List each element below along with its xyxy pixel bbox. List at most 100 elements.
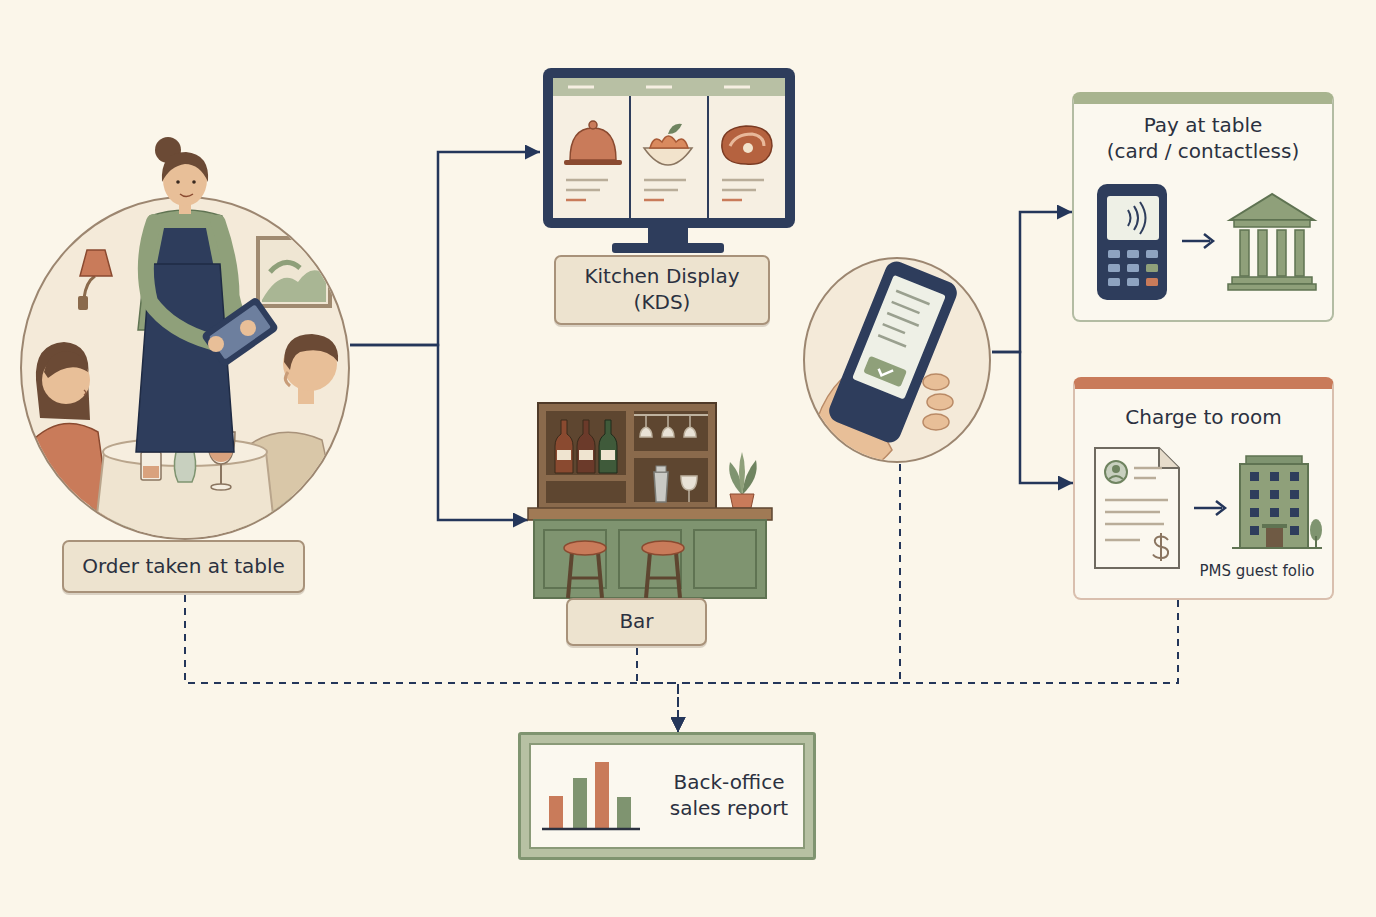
- bar-shelves: [634, 411, 708, 451]
- handheld-terminal: [863, 356, 907, 388]
- wall-picture: [258, 238, 330, 306]
- bottles: [599, 420, 617, 473]
- vase-plant: [174, 452, 195, 482]
- reporting-connector: [637, 648, 678, 732]
- bar-shelves: [546, 411, 626, 475]
- guest-folio: [1105, 499, 1168, 502]
- hanging-glasses: [662, 415, 674, 437]
- bar-stools: [648, 577, 678, 580]
- bottles: [579, 450, 593, 460]
- card-terminal: [1107, 196, 1159, 240]
- bottles: [557, 450, 571, 460]
- kitchen-monitor: [707, 96, 709, 218]
- node-label: Order taken at table: [62, 540, 305, 593]
- hotel-building: [1250, 472, 1259, 481]
- guest-folio: [1153, 533, 1168, 561]
- guest-folio: [1105, 539, 1140, 542]
- guest-folio: [1095, 448, 1179, 568]
- hotel-building: [1232, 547, 1322, 549]
- bar-counter: [528, 508, 772, 598]
- bar-shelves: [538, 403, 716, 510]
- steak-icon: [743, 143, 753, 153]
- ticket-lines: [722, 199, 742, 202]
- hotel-building: [1290, 526, 1299, 535]
- bar-counter: [528, 508, 772, 520]
- cloche-icon: [564, 160, 622, 165]
- hotel-building: [1246, 456, 1302, 464]
- waitress: [208, 336, 224, 352]
- water-glass: [141, 452, 161, 480]
- wall-picture: [262, 270, 326, 302]
- kitchen-monitor: [553, 78, 785, 218]
- kitchen-monitor: [612, 243, 724, 253]
- guest-folio: [1112, 465, 1120, 473]
- bar-stools: [564, 541, 684, 598]
- flow-arrow: [1194, 507, 1222, 510]
- pasta-icon: [644, 124, 692, 165]
- handheld-terminal: [896, 291, 929, 304]
- hotel-building: [1270, 472, 1279, 481]
- ticket-lines: [644, 179, 686, 182]
- kitchen-monitor: [646, 86, 672, 89]
- kitchen-monitor: [629, 96, 631, 218]
- shaker-glass: [656, 466, 666, 472]
- node-label: Charge to room: [1083, 403, 1324, 433]
- circle-outline: [21, 197, 349, 539]
- ticket-lines: [566, 199, 586, 202]
- seated-woman: [44, 351, 88, 378]
- card-terminal: [1097, 184, 1167, 300]
- kitchen-monitor: [543, 68, 795, 228]
- bottles: [555, 420, 573, 473]
- hotel-building: [1315, 536, 1317, 548]
- kitchen-monitor: [568, 86, 594, 89]
- bar-stools: [676, 552, 680, 598]
- waitress: [176, 180, 180, 184]
- guest-folio: [1134, 467, 1162, 470]
- kitchen-monitor: [724, 86, 750, 89]
- guest-folio: [1109, 476, 1123, 479]
- card-terminal: [1127, 264, 1139, 272]
- hotel-building: [1240, 464, 1308, 548]
- cloche-icon: [589, 121, 597, 129]
- bar-chart-icon: [542, 828, 640, 831]
- handheld-terminal: [883, 324, 905, 333]
- ticket-lines: [566, 189, 600, 192]
- kitchen-monitor: [543, 68, 795, 253]
- hotel-building: [1266, 528, 1283, 548]
- guest-folio: [1095, 448, 1179, 568]
- node-sublabel: PMS guest folio: [1187, 560, 1327, 584]
- bar-stools: [564, 541, 606, 555]
- bar-shelves: [546, 481, 626, 503]
- hanging-glasses: [634, 414, 708, 416]
- wall-lamp: [78, 296, 88, 310]
- water-glass: [143, 466, 159, 478]
- hotel-building: [1250, 526, 1259, 535]
- waitress: [146, 222, 212, 342]
- bar-counter: [534, 520, 766, 598]
- seated-woman: [36, 342, 90, 420]
- handheld-terminal: [887, 313, 919, 326]
- circle-outline: [804, 258, 990, 462]
- flow-connector: [350, 152, 540, 345]
- guest-folio: [1105, 461, 1127, 483]
- guest-folio: [1134, 477, 1156, 480]
- kitchen-monitor: [553, 78, 785, 96]
- shaker-glass: [654, 472, 668, 502]
- waitress: [162, 152, 208, 182]
- card-terminal: [1146, 278, 1158, 286]
- shaker-glass: [688, 490, 690, 502]
- bar-chart-icon: [617, 797, 631, 828]
- flow-arrow: [1182, 240, 1210, 243]
- handheld-terminal: [877, 365, 893, 379]
- ticket-lines: [722, 189, 756, 192]
- flow-connector: [992, 352, 1073, 483]
- pasta-icon: [650, 136, 688, 148]
- card-terminal: [1128, 202, 1146, 234]
- water-glass: [141, 452, 161, 480]
- hotel-building: [1290, 508, 1299, 517]
- bank-symbol: [1234, 220, 1310, 227]
- bar-shelves: [538, 403, 716, 510]
- waitress: [192, 180, 196, 184]
- bar-stools: [570, 577, 600, 580]
